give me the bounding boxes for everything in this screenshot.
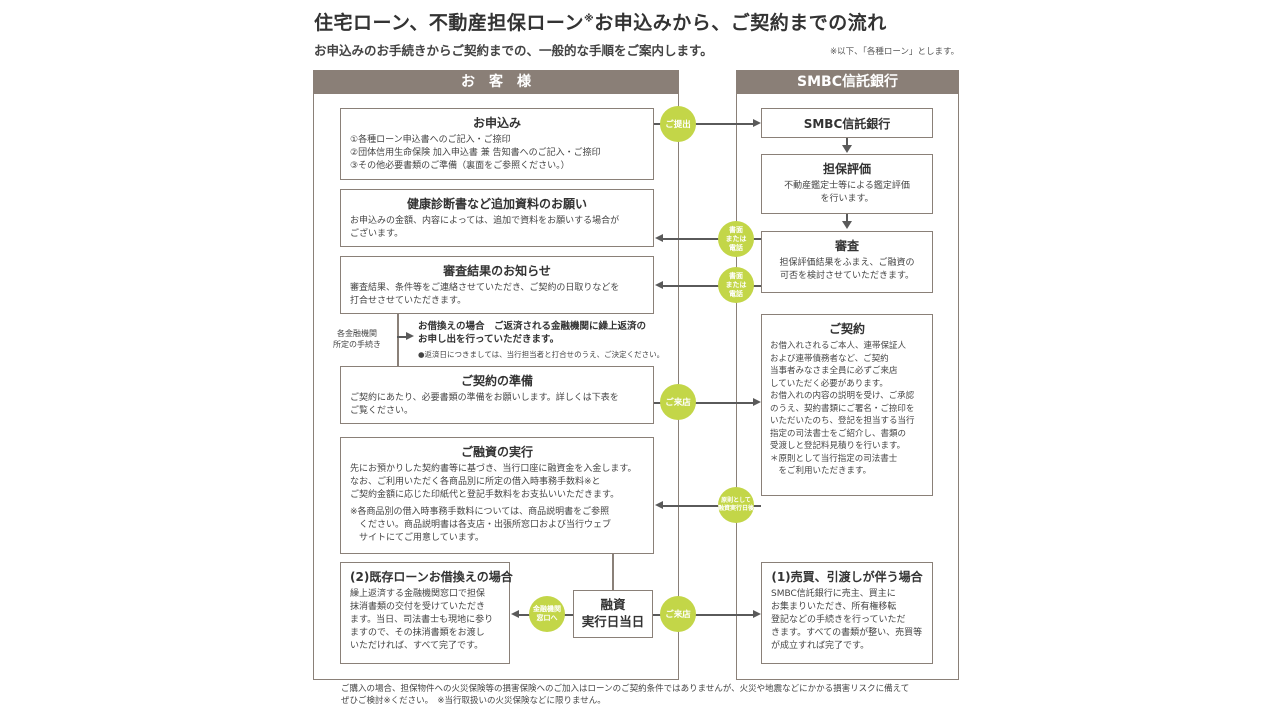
- appraisal-to-review-arrow: [842, 221, 852, 229]
- visit-badge-1: ご来店: [660, 384, 696, 420]
- appraisal-to-review-line: [846, 214, 848, 222]
- sale-body: SMBC信託銀行に売主、買主に お集まりいただき、所有権移転 登記などの手続きを…: [771, 589, 923, 651]
- doc-or-phone-badge-2: 書面 または 電話: [718, 267, 754, 303]
- page-subtitle: お申込みのお手続きからご契約までの、一般的な手順をご案内します。: [314, 43, 713, 58]
- principle-arrow-head: [655, 501, 663, 509]
- result-title: 審査結果のお知らせ: [443, 264, 551, 278]
- prep-title: ご契約の準備: [460, 374, 533, 388]
- bank-to-appraisal-arrow: [842, 145, 852, 153]
- review-box: 審査 担保評価結果をふまえ、ご融資の 可否を検討させていただきます。: [761, 231, 933, 293]
- execution-box: ご融資の実行 先にお預かりした契約書等に基づき、当行口座に融資金を入金します。 …: [340, 437, 654, 554]
- title-footnote: ※以下、「各種ローン」とします。: [830, 47, 960, 57]
- sale-box: (1)売買、引渡しが伴う場合 SMBC信託銀行に売主、買主に お集まりいただき、…: [761, 562, 933, 664]
- appraisal-body: 不動産鑑定士等による鑑定評価 を行います。: [784, 181, 910, 204]
- result-arrow-head: [655, 281, 663, 289]
- refinance-arrow-line: [397, 336, 407, 338]
- health-arrow-line: [662, 238, 761, 240]
- execution-to-day-connector: [612, 554, 614, 590]
- bank-box: SMBC信託銀行: [761, 108, 933, 138]
- health-arrow-head: [655, 234, 663, 242]
- contract-box: ご契約 お借入れされるご本人、連帯保証人 および連帯債務者など、ご契約 当事者み…: [761, 314, 933, 496]
- refinance-note-small: ●返済日につきましては、当行担当者と打合せのうえ、ご決定ください。: [418, 350, 665, 359]
- refinance-note-title: お借換えの場合 ご返済される金融機関に繰上返済の お申し出を行っていただきます。: [418, 321, 647, 345]
- visit2-arrow-head: [753, 610, 761, 618]
- review-body: 担保評価結果をふまえ、ご融資の 可否を検討させていただきます。: [779, 258, 915, 281]
- bank-title: SMBC信託銀行: [803, 117, 891, 131]
- sale-title: (1)売買、引渡しが伴う場合: [771, 570, 923, 584]
- visit-arrow-line: [654, 402, 754, 404]
- apply-body: ①各種ローン申込書へのご記入・ご捺印 ②団体信用生命保険 加入申込書 兼 告知書…: [350, 135, 601, 171]
- execution-title: ご融資の実行: [460, 445, 533, 459]
- health-body: お申込みの金額、内容によっては、追加で資料をお願いする場合が ございます。: [350, 216, 620, 239]
- refinance-connector: [397, 314, 399, 366]
- footer-note: ご購入の場合、担保物件への火災保険等の損害保険へのご加入はローンのご契約条件では…: [341, 684, 910, 706]
- appraisal-box: 担保評価 不動産鑑定士等による鑑定評価 を行います。: [761, 154, 933, 214]
- execution-body: 先にお預かりした契約書等に基づき、当行口座に融資金を入金します。 なお、ご利用い…: [350, 464, 637, 500]
- prep-body: ご契約にあたり、必要書類の準備をお願いします。詳しくは下表を ご覧ください。: [350, 393, 619, 416]
- fin-window-badge: 金融機関 窓口へ: [529, 596, 565, 632]
- exec-day-title: 融資 実行日当日: [581, 597, 645, 629]
- result-arrow-line: [662, 285, 761, 287]
- health-box: 健康診断書など追加資料のお願い お申込みの金額、内容によっては、追加で資料をお願…: [340, 189, 654, 247]
- doc-or-phone-badge-1: 書面 または 電話: [718, 221, 754, 257]
- refinance-side-label: 各金融機関 所定の手続き: [333, 329, 381, 349]
- bank-to-appraisal-line: [846, 138, 848, 146]
- principle-badge: 原則として 融資実行日後: [718, 487, 754, 523]
- existing-loan-body: 繰上返済する金融機関窓口で担保 抹消書類の交付を受けていただき ます。当日、司法…: [350, 589, 494, 651]
- existing-loan-title: (2)既存ローンお借換えの場合: [350, 570, 513, 584]
- contract-title: ご契約: [828, 322, 865, 336]
- execution-note: ※各商品別の借入時事務手数料については、商品説明書をご参照 ください。商品説明書…: [350, 507, 612, 543]
- result-box: 審査結果のお知らせ 審査結果、条件等をご連絡させていただき、ご契約の日取りなどを…: [340, 256, 654, 314]
- existing-loan-box: (2)既存ローンお借換えの場合 繰上返済する金融機関窓口で担保 抹消書類の交付を…: [340, 562, 513, 664]
- apply-title: お申込み: [472, 116, 521, 130]
- result-body: 審査結果、条件等をご連絡させていただき、ご契約の日取りなどを 打合せさせていただ…: [350, 283, 620, 306]
- prep-box: ご契約の準備 ご契約にあたり、必要書類の準備をお願いします。詳しくは下表を ご覧…: [340, 366, 654, 424]
- visit-arrow-head: [753, 398, 761, 406]
- appraisal-title: 担保評価: [822, 162, 871, 176]
- exec-day-box: 融資 実行日当日: [573, 590, 653, 638]
- submit-arrow-head: [753, 119, 761, 127]
- visit2-arrow-line: [653, 614, 754, 616]
- page-title: 住宅ローン、不動産担保ローン※お申込みから、ご契約までの流れ: [314, 12, 887, 34]
- submit-badge: ご提出: [660, 106, 696, 142]
- apply-box: お申込み ①各種ローン申込書へのご記入・ご捺印 ②団体信用生命保険 加入申込書 …: [340, 108, 654, 180]
- submit-arrow-line: [654, 123, 754, 125]
- customer-panel-header: お 客 様: [313, 70, 679, 94]
- health-title: 健康診断書など追加資料のお願い: [406, 197, 587, 211]
- review-title: 審査: [834, 239, 859, 253]
- refinance-arrow-head: [406, 332, 414, 340]
- principle-arrow-line: [662, 505, 761, 507]
- visit-badge-2: ご来店: [660, 596, 696, 632]
- bank-panel-header: SMBC信託銀行: [736, 70, 959, 94]
- fin-window-arrow-head: [511, 610, 519, 618]
- contract-body: お借入れされるご本人、連帯保証人 および連帯債務者など、ご契約 当事者みなさま全…: [770, 341, 915, 476]
